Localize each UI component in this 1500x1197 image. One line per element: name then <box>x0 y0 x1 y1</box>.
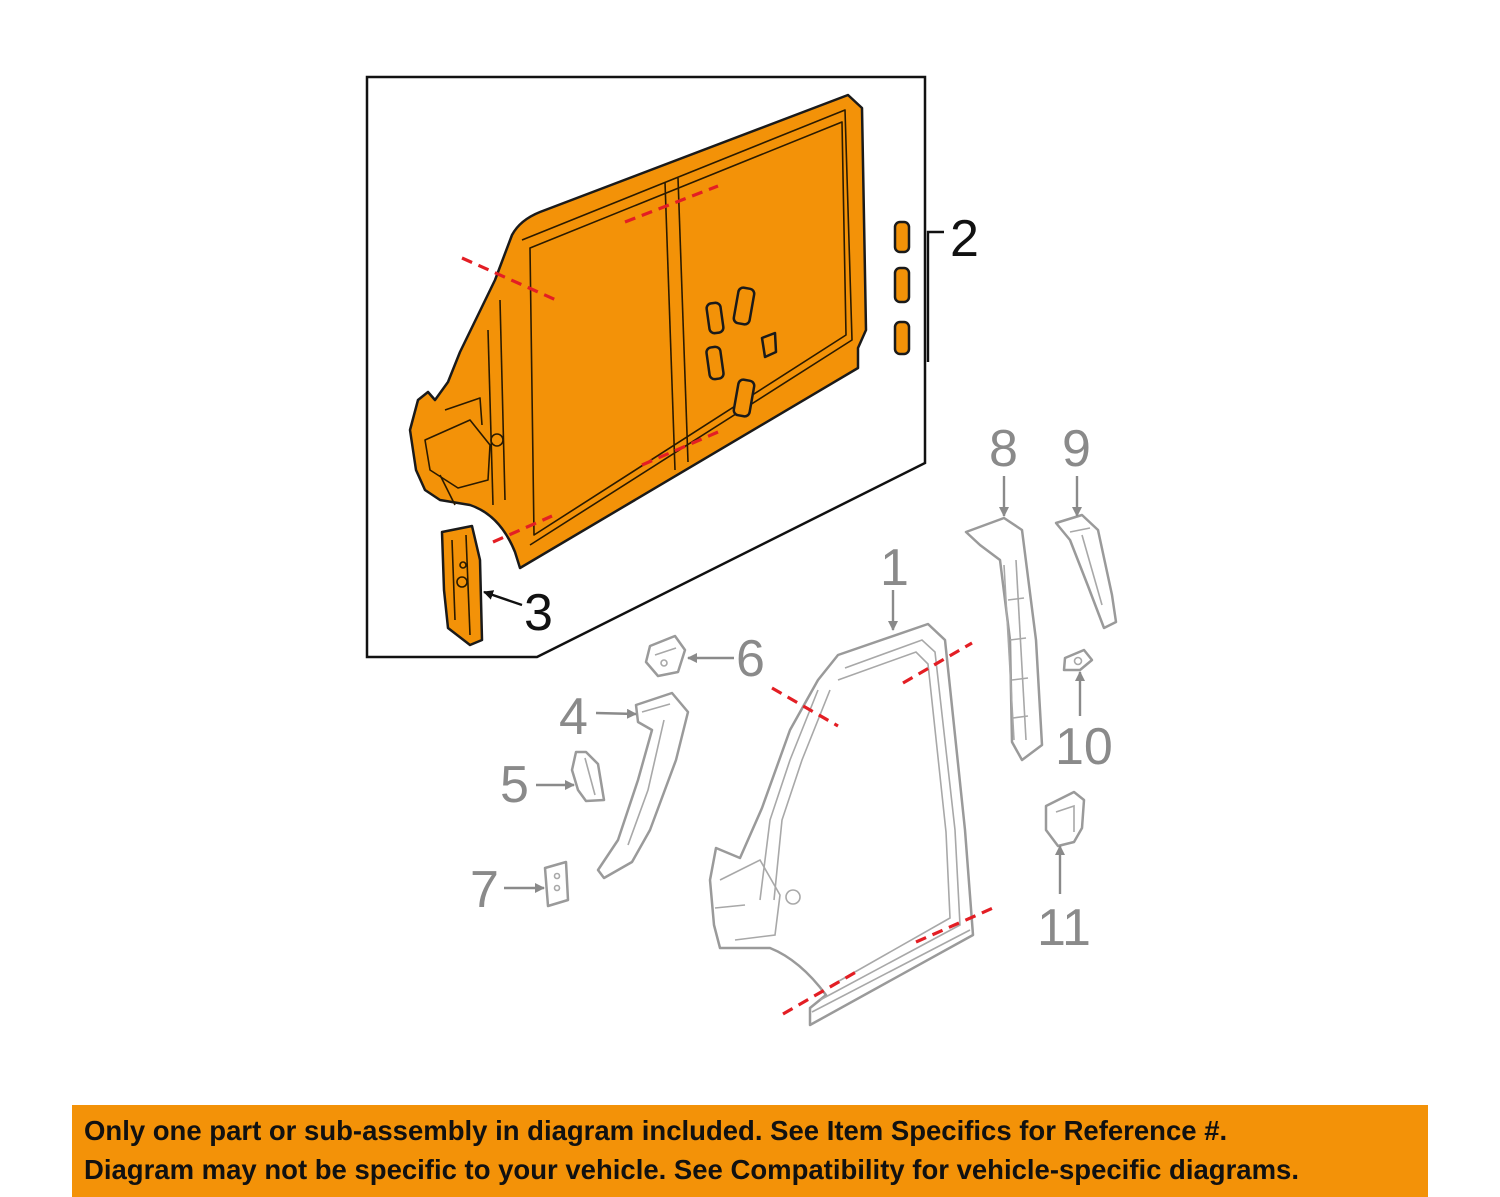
part-7-plate <box>543 860 570 908</box>
disclaimer-line-2: Diagram may not be specific to your vehi… <box>84 1154 1299 1185</box>
part-2-side-panel <box>408 93 911 570</box>
callout-1: 1 <box>880 539 909 597</box>
callout-10: 10 <box>1055 718 1113 776</box>
disclaimer-banner: Only one part or sub-assembly in diagram… <box>72 1105 1428 1197</box>
cut-lines-lower <box>771 641 994 1016</box>
cut-lines-upper <box>461 184 719 544</box>
part-5-bracket <box>570 750 606 803</box>
part-11-bracket <box>1044 790 1086 848</box>
callout-7: 7 <box>470 861 499 919</box>
callout-9: 9 <box>1062 420 1091 478</box>
callout-11: 11 <box>1037 899 1091 957</box>
callout-4: 4 <box>559 688 588 746</box>
callout-3: 3 <box>524 584 553 642</box>
part-8-reinforcement <box>964 516 1044 762</box>
part-1-door-frame <box>708 622 975 1027</box>
part-4-pillar <box>596 691 690 880</box>
callout-6: 6 <box>736 630 765 688</box>
disclaimer-line-1: Only one part or sub-assembly in diagram… <box>84 1115 1228 1146</box>
part-3-bracket <box>440 524 484 647</box>
leader-lines <box>483 230 1085 894</box>
part-10-plug <box>1062 648 1094 672</box>
callout-5: 5 <box>500 756 529 814</box>
part-6-gusset <box>644 634 687 678</box>
callout-8: 8 <box>989 420 1018 478</box>
callout-2: 2 <box>950 210 979 268</box>
part-9-reinforcement <box>1054 513 1118 630</box>
